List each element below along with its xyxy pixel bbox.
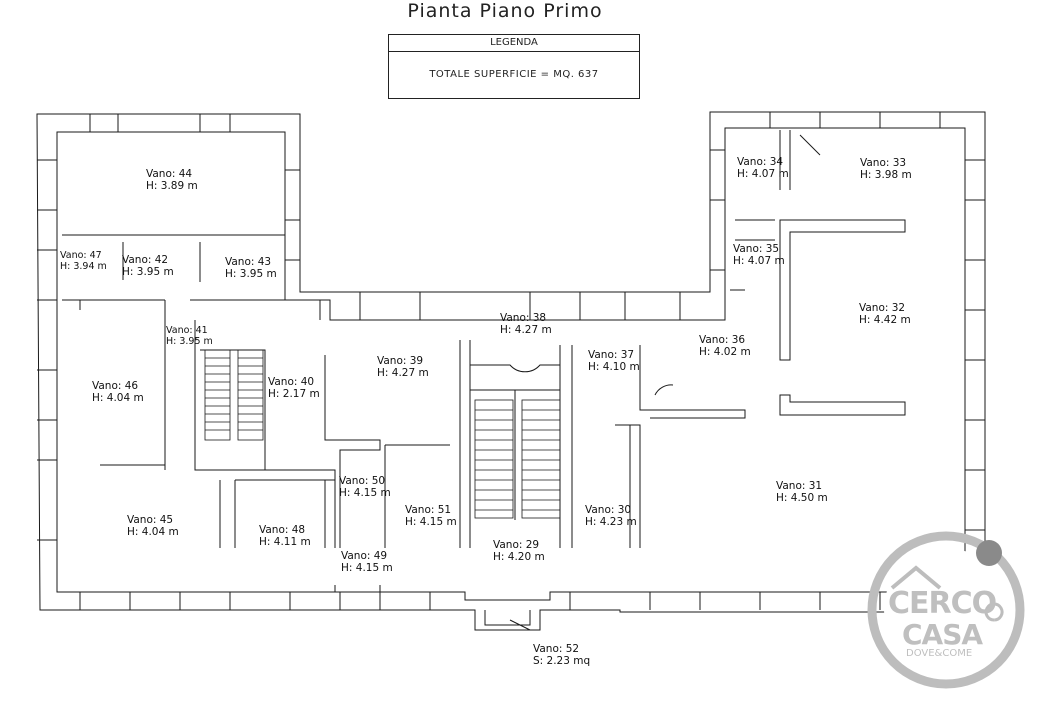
logo-text-tagline: DOVE&COME bbox=[906, 648, 973, 659]
logo-ring-icon bbox=[867, 531, 1025, 689]
room-height: H: 4.10 m bbox=[588, 361, 640, 373]
room-height: H: 4.02 m bbox=[699, 346, 751, 358]
room-name: Vano: 29 bbox=[493, 539, 540, 551]
room-name: Vano: 36 bbox=[699, 334, 746, 346]
room-height: H: 4.15 m bbox=[405, 516, 457, 528]
stairs-left bbox=[204, 349, 264, 441]
room-height: H: 4.15 m bbox=[339, 487, 391, 499]
room-name: Vano: 43 bbox=[225, 256, 272, 268]
room-height: H: 4.27 m bbox=[500, 324, 552, 336]
room-height: S: 2.23 mq bbox=[533, 655, 591, 667]
legend-header: LEGENDA bbox=[389, 35, 639, 52]
room-height: H: 4.42 m bbox=[859, 314, 911, 326]
room-name: Vano: 47 bbox=[60, 250, 102, 261]
room-height: H: 4.04 m bbox=[127, 526, 179, 538]
room-height: H: 4.50 m bbox=[776, 492, 828, 504]
room-height: H: 4.15 m bbox=[341, 562, 393, 574]
room-height: H: 3.94 m bbox=[60, 261, 107, 272]
room-height: H: 4.27 m bbox=[377, 367, 429, 379]
room-height: H: 3.95 m bbox=[166, 336, 213, 347]
room-height: H: 4.07 m bbox=[737, 168, 789, 180]
window-niches bbox=[37, 112, 985, 610]
room-name: Vano: 51 bbox=[405, 504, 452, 516]
cerco-casa-logo: CERCO CASA DOVE&COME bbox=[866, 530, 1026, 690]
room-height: H: 3.98 m bbox=[860, 169, 912, 181]
room-name: Vano: 41 bbox=[166, 325, 208, 336]
room-height: H: 4.04 m bbox=[92, 392, 144, 404]
room-height: H: 4.07 m bbox=[733, 255, 785, 267]
room-name: Vano: 52 bbox=[533, 643, 580, 655]
plan-title: Pianta Piano Primo bbox=[407, 0, 603, 22]
logo-text-casa: CASA bbox=[902, 618, 983, 651]
room-name: Vano: 46 bbox=[92, 380, 139, 392]
room-name: Vano: 32 bbox=[859, 302, 906, 314]
room-name: Vano: 38 bbox=[500, 312, 547, 324]
room-height: H: 4.11 m bbox=[259, 536, 311, 548]
outer-wall-outline bbox=[36, 111, 986, 631]
legend-box: LEGENDA TOTALE SUPERFICIE = MQ. 637 bbox=[388, 34, 640, 99]
room-name: Vano: 50 bbox=[339, 475, 386, 487]
room-height: H: 4.23 m bbox=[585, 516, 637, 528]
room-name: Vano: 37 bbox=[588, 349, 635, 361]
room-name: Vano: 45 bbox=[127, 514, 174, 526]
room-name: Vano: 44 bbox=[146, 168, 193, 180]
room-name: Vano: 34 bbox=[737, 156, 784, 168]
room-height: H: 2.17 m bbox=[268, 388, 320, 400]
legend-total-surface: TOTALE SUPERFICIE = MQ. 637 bbox=[429, 69, 599, 80]
interior-walls bbox=[62, 130, 906, 631]
room-name: Vano: 39 bbox=[377, 355, 424, 367]
room-name: Vano: 30 bbox=[585, 504, 632, 516]
room-name: Vano: 31 bbox=[776, 480, 823, 492]
room-height: H: 3.95 m bbox=[225, 268, 277, 280]
room-name: Vano: 49 bbox=[341, 550, 388, 562]
inner-wall-outline bbox=[56, 127, 966, 601]
room-height: H: 3.89 m bbox=[146, 180, 198, 192]
room-name: Vano: 35 bbox=[733, 243, 780, 255]
room-name: Vano: 48 bbox=[259, 524, 306, 536]
room-height: H: 3.95 m bbox=[122, 266, 174, 278]
room-name: Vano: 42 bbox=[122, 254, 169, 266]
logo-text-cerco: CERCO bbox=[888, 586, 997, 621]
stairs-central bbox=[474, 399, 561, 519]
room-name: Vano: 40 bbox=[268, 376, 315, 388]
room-height: H: 4.20 m bbox=[493, 551, 545, 563]
room-name: Vano: 33 bbox=[860, 157, 907, 169]
